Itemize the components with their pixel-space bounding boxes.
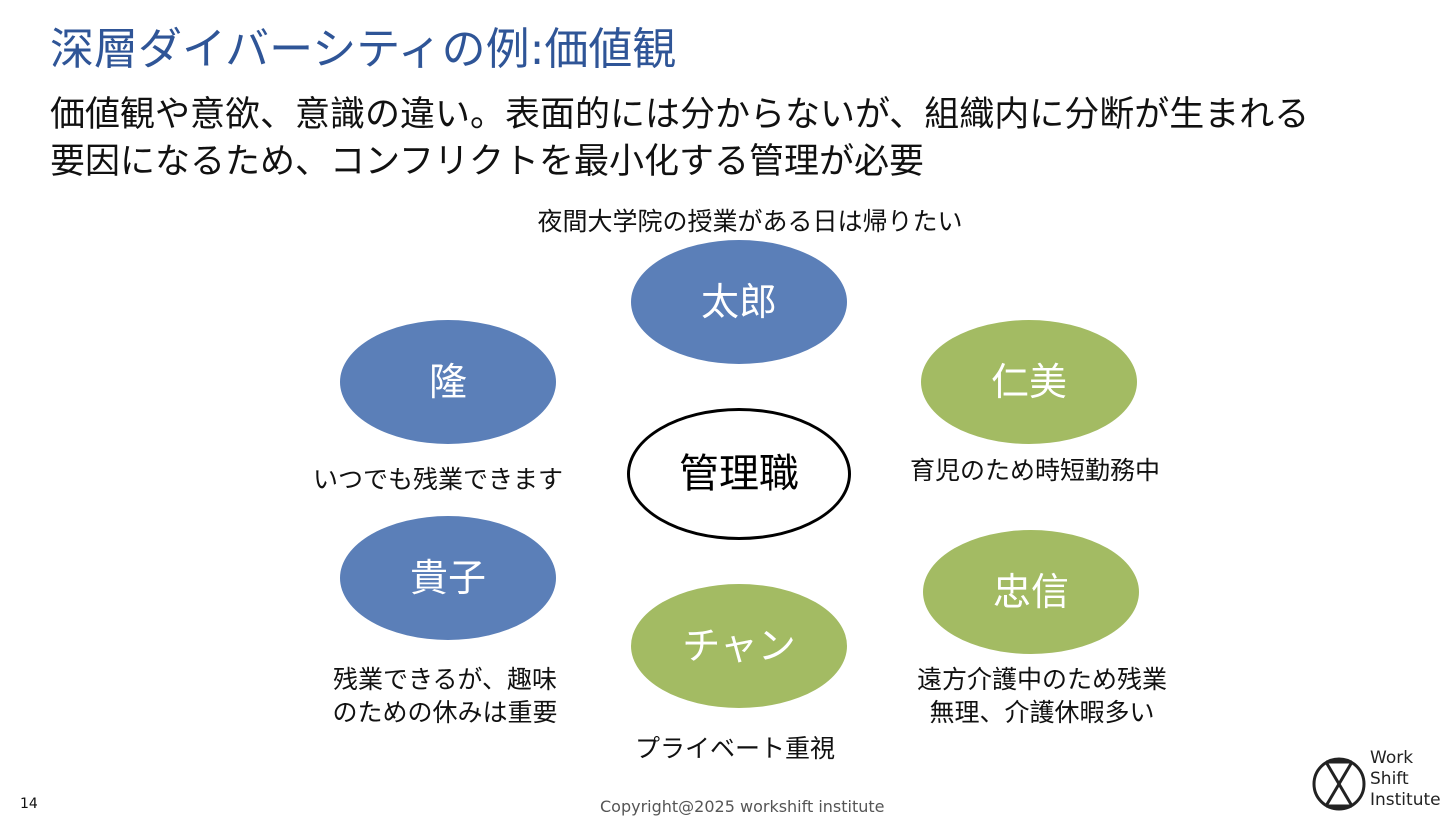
takashi-caption: いつでも残業できます bbox=[312, 465, 563, 494]
chan-node: チャン bbox=[631, 584, 847, 708]
tadanobu-caption: 遠方介護中のため残業 無理、介護休暇多い bbox=[892, 663, 1192, 729]
logo-text-line-2: Shift bbox=[1370, 769, 1409, 789]
slide-title: 深層ダイバーシティの例:価値観 bbox=[50, 24, 677, 75]
taro-node: 太郎 bbox=[631, 240, 847, 364]
tadanobu-caption-line-2: 無理、介護休暇多い bbox=[929, 698, 1155, 727]
logo-text-line-1: Work bbox=[1370, 748, 1414, 768]
takako-caption-line-2: のための休みは重要 bbox=[332, 698, 558, 727]
hourglass-logo-icon bbox=[1312, 757, 1366, 811]
hitomi-caption: 育児のため時短勤務中 bbox=[909, 456, 1160, 485]
slide-subtitle: 価値観や意欲、意識の違い。表面的には分からないが、組織内に分断が生まれる 要因に… bbox=[50, 92, 1309, 186]
taro-caption: 夜間大学院の授業がある日は帰りたい bbox=[537, 207, 963, 236]
takashi-node: 隆 bbox=[340, 320, 556, 444]
workshift-logo: Work Shift Institute bbox=[1312, 748, 1448, 820]
subtitle-line-2: 要因になるため、コンフリクトを最小化する管理が必要 bbox=[50, 142, 924, 182]
tadanobu-node: 忠信 bbox=[923, 530, 1139, 654]
copyright-text: Copyright@2025 workshift institute bbox=[600, 797, 885, 816]
logo-text: Work Shift Institute bbox=[1370, 748, 1441, 811]
logo-text-line-3: Institute bbox=[1370, 790, 1441, 810]
takako-caption: 残業できるが、趣味 のための休みは重要 bbox=[295, 663, 595, 729]
manager-node: 管理職 bbox=[627, 408, 851, 540]
hitomi-node: 仁美 bbox=[921, 320, 1137, 444]
subtitle-line-1: 価値観や意欲、意識の違い。表面的には分からないが、組織内に分断が生まれる bbox=[50, 95, 1310, 135]
takako-caption-line-1: 残業できるが、趣味 bbox=[332, 665, 557, 694]
page-number: 14 bbox=[20, 796, 38, 812]
tadanobu-caption-line-1: 遠方介護中のため残業 bbox=[916, 665, 1167, 694]
chan-caption: プライベート重視 bbox=[634, 734, 835, 763]
takako-node: 貴子 bbox=[340, 516, 556, 640]
